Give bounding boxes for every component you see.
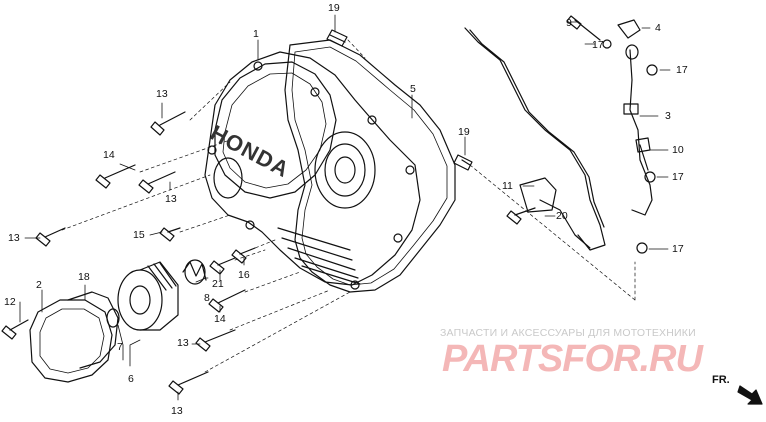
- bolt-19a: [326, 29, 348, 47]
- callout-17a: 17: [592, 39, 604, 51]
- callout-11: 11: [502, 180, 513, 192]
- washer-17d: [636, 242, 648, 254]
- washer-17a: [602, 39, 612, 49]
- oil-filter: [117, 269, 163, 331]
- callout-13d: 13: [177, 337, 189, 349]
- washer-17c: [644, 171, 656, 183]
- callout-13c: 13: [8, 232, 20, 244]
- callout-14b: 14: [214, 313, 226, 325]
- callout-15: 15: [133, 229, 145, 241]
- bolt-21: [209, 257, 236, 275]
- callout-14a: 14: [103, 149, 115, 161]
- watermark-tagline: ЗАПЧАСТИ И АКСЕССУАРЫ ДЛЯ МОТОТЕХНИКИ: [440, 327, 696, 339]
- callout-20: 20: [556, 210, 568, 222]
- bolt-14b: [208, 289, 246, 313]
- bolt-10: [635, 137, 651, 171]
- callout-21: 21: [212, 278, 224, 290]
- watermark-logo: PARTSFOR.RU: [442, 338, 703, 380]
- callout-19b: 19: [458, 126, 470, 138]
- front-arrow: [737, 385, 763, 405]
- callout-13b: 13: [165, 193, 177, 205]
- filter-cover-gasket: [67, 291, 119, 369]
- callout-3: 3: [665, 110, 671, 122]
- bolt-9: [566, 15, 601, 41]
- callout-10: 10: [672, 144, 684, 156]
- bolt-13c: [35, 227, 66, 247]
- callout-12: 12: [4, 296, 16, 308]
- callout-6: 6: [128, 373, 134, 385]
- bolt-12: [1, 319, 29, 340]
- front-direction-label: FR.: [712, 374, 730, 386]
- bolt-13e: [168, 371, 209, 395]
- bolt-19b: [453, 154, 473, 171]
- callout-1: 1: [253, 28, 259, 40]
- filter-cover: [29, 299, 113, 383]
- callout-19a: 19: [328, 2, 340, 14]
- crankcase-gasket: [284, 39, 456, 293]
- callout-17c: 17: [672, 171, 684, 183]
- callout-9: 9: [566, 17, 572, 29]
- wire-harness: [464, 27, 606, 251]
- callout-18: 18: [78, 271, 90, 283]
- callout-16: 16: [238, 269, 250, 281]
- callout-17b: 17: [676, 64, 688, 76]
- crankcase-cover: [204, 51, 421, 286]
- bolt-14a: [95, 164, 136, 189]
- callout-2: 2: [36, 279, 42, 291]
- spring: [182, 261, 207, 281]
- callout-4: 4: [655, 22, 661, 34]
- bolt-15: [159, 227, 181, 242]
- bolt-13b: [138, 171, 176, 194]
- washer-17b: [646, 64, 658, 76]
- callout-7: 7: [117, 341, 123, 353]
- callout-13e: 13: [171, 405, 183, 417]
- callout-17d: 17: [672, 243, 684, 255]
- callout-13a: 13: [156, 88, 168, 100]
- bolt-20: [506, 207, 536, 225]
- bolt-16: [231, 247, 256, 264]
- switch-unit: [519, 177, 557, 213]
- bolt-13a: [150, 111, 186, 136]
- bolt-13d: [195, 329, 236, 352]
- callout-8: 8: [204, 292, 210, 304]
- callout-5: 5: [410, 83, 416, 95]
